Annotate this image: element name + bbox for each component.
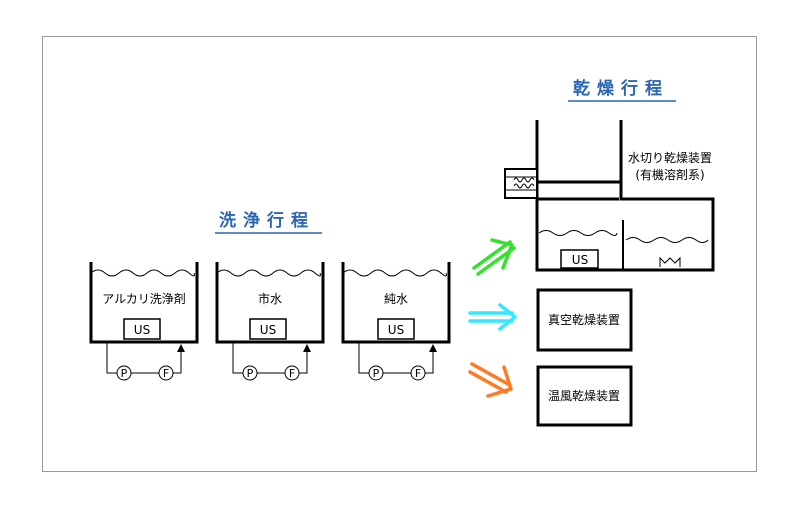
pump-icon xyxy=(116,365,132,381)
drying-process-title: 乾燥行程 xyxy=(573,78,669,99)
heater-icon xyxy=(659,256,681,267)
filter-label: F xyxy=(415,367,421,380)
tank-pure-water: 純水 US P F xyxy=(341,262,451,381)
return-arrow-icon xyxy=(303,344,311,352)
tank-alkaline-detergent: アルカリ洗浄剤 US P F xyxy=(89,262,199,381)
condenser-coil-icon xyxy=(504,168,538,199)
pump-label: P xyxy=(121,367,128,380)
return-arrow-icon xyxy=(177,344,185,352)
ultrasonic-unit xyxy=(249,318,287,340)
tank-city-water: 市水 US P F xyxy=(215,262,325,381)
water-cut-label-line1: 水切り乾燥装置 xyxy=(628,151,712,165)
diagram-frame xyxy=(42,36,757,472)
ultrasonic-unit xyxy=(377,318,415,340)
orange-arrow-icon xyxy=(468,362,513,398)
cyan-arrow-icon xyxy=(468,303,517,331)
filter-icon xyxy=(410,365,426,381)
warm-air-drying-label: 温風乾燥装置 xyxy=(548,389,620,403)
filter-label: F xyxy=(163,367,169,380)
washing-process-title: 洗浄行程 xyxy=(219,210,315,231)
pump-label: P xyxy=(373,367,380,380)
pump-label: P xyxy=(247,367,254,380)
ultrasonic-label: US xyxy=(572,253,588,267)
vacuum-drying-label: 真空乾燥装置 xyxy=(548,313,620,327)
ultrasonic-label: US xyxy=(388,323,404,337)
ultrasonic-label: US xyxy=(134,323,150,337)
green-arrow-icon xyxy=(472,238,516,276)
water-cut-label-line2: (有機溶剤系) xyxy=(635,167,704,182)
ultrasonic-unit xyxy=(560,249,599,269)
return-arrow-icon xyxy=(429,344,437,352)
vacuum-drying-apparatus xyxy=(536,288,633,352)
tank-label: アルカリ洗浄剤 xyxy=(102,291,186,306)
ultrasonic-label: US xyxy=(260,323,276,337)
filter-icon xyxy=(158,365,174,381)
tank-label: 市水 xyxy=(258,291,282,306)
filter-icon xyxy=(284,365,300,381)
warm-air-drying-apparatus xyxy=(536,365,633,427)
water-cut-drying-apparatus: US 水切り乾燥装置 (有機溶剤系) xyxy=(504,120,715,272)
pump-icon xyxy=(242,365,258,381)
pump-icon xyxy=(368,365,384,381)
tank-label: 純水 xyxy=(384,292,408,306)
filter-label: F xyxy=(289,367,295,380)
ultrasonic-unit xyxy=(123,318,161,340)
